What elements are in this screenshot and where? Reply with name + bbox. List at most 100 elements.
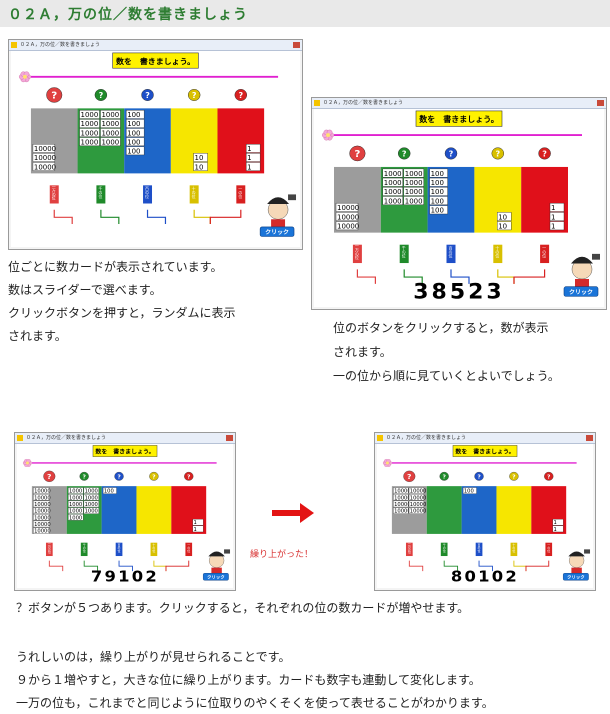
place-button[interactable]: 千の位 xyxy=(95,184,107,205)
card-face xyxy=(32,153,56,162)
place-button-face xyxy=(440,541,449,557)
close-icon[interactable] xyxy=(597,100,604,106)
click-button[interactable]: クリック xyxy=(562,573,589,581)
character-hat xyxy=(592,253,600,260)
number-card: 1000 xyxy=(100,119,121,128)
click-button-label: クリック xyxy=(207,574,225,581)
app-canvas: 数を 書きましょう。?10000100001000010000100001000… xyxy=(22,445,231,586)
place-button[interactable]: 一の位 xyxy=(544,541,553,557)
question-button[interactable]: ? xyxy=(474,471,484,481)
card-face xyxy=(79,128,100,137)
place-button-face xyxy=(398,243,410,265)
card-face xyxy=(393,500,409,508)
question-button[interactable]: ? xyxy=(184,471,194,481)
flower-slider-icon[interactable] xyxy=(322,129,334,141)
question-button[interactable]: ? xyxy=(397,147,411,160)
place-button[interactable]: 一万の位 xyxy=(45,541,54,557)
card-face xyxy=(83,494,99,501)
card-face xyxy=(403,187,425,196)
question-mark: ? xyxy=(542,149,547,158)
place-button[interactable]: 千の位 xyxy=(398,243,410,265)
question-button[interactable]: ? xyxy=(94,89,108,101)
question-button[interactable]: ? xyxy=(538,147,551,160)
place-button[interactable]: 百の位 xyxy=(445,243,457,265)
card-face xyxy=(126,137,145,147)
card-face xyxy=(549,221,565,231)
question-button[interactable]: ? xyxy=(491,147,505,160)
question-button[interactable]: ? xyxy=(79,471,89,481)
close-icon[interactable] xyxy=(226,435,233,441)
place-button[interactable]: 百の位 xyxy=(474,541,484,557)
click-button-face xyxy=(562,573,589,581)
flower-slider-icon[interactable] xyxy=(382,459,392,467)
card-face xyxy=(192,519,204,526)
close-icon[interactable] xyxy=(586,435,593,441)
place-button[interactable]: 一万の位 xyxy=(405,541,414,557)
place-button[interactable]: 十の位 xyxy=(492,243,504,265)
card-value: 1000 xyxy=(81,129,99,137)
number-card: 1000 xyxy=(382,187,404,196)
text-line: されます。 xyxy=(8,329,67,343)
number-card: 10 xyxy=(496,212,512,221)
question-button[interactable]: ? xyxy=(46,87,63,103)
place-button[interactable]: 一万の位 xyxy=(351,243,363,265)
character-body xyxy=(211,567,222,577)
place-button[interactable]: 一万の位 xyxy=(48,184,60,205)
click-button-label: クリック xyxy=(569,288,593,296)
card-value: 1 xyxy=(247,145,251,153)
question-button[interactable]: ? xyxy=(439,471,449,481)
question-button[interactable]: ? xyxy=(234,89,248,101)
question-button[interactable]: ? xyxy=(349,145,366,162)
place-button[interactable]: 一の位 xyxy=(235,184,247,205)
place-button[interactable]: 十の位 xyxy=(188,184,200,205)
window-titlebar: ０２Ａ，万の位／数を書きましょう xyxy=(312,98,606,109)
card-face xyxy=(462,487,477,494)
place-button[interactable]: 一の位 xyxy=(539,243,551,265)
click-button[interactable]: クリック xyxy=(259,226,295,237)
card-value: 1000 xyxy=(69,489,82,495)
card-value: 100 xyxy=(431,197,444,205)
place-button[interactable]: 百の位 xyxy=(142,184,154,205)
flower-slider-icon[interactable] xyxy=(19,71,31,83)
number-card: 1000 xyxy=(68,500,84,508)
place-button-label: 百の位 xyxy=(448,246,453,258)
number-card: 10000 xyxy=(33,487,51,495)
question-button[interactable]: ? xyxy=(149,471,159,481)
question-button[interactable]: ? xyxy=(141,89,154,101)
click-button[interactable]: クリック xyxy=(202,573,229,581)
place-button[interactable]: 十の位 xyxy=(149,541,158,557)
app-icon xyxy=(377,435,383,441)
question-button[interactable]: ? xyxy=(509,471,519,481)
question-button[interactable]: ? xyxy=(114,471,124,481)
place-button[interactable]: 千の位 xyxy=(440,541,449,557)
question-button[interactable]: ? xyxy=(403,470,416,482)
click-button[interactable]: クリック xyxy=(563,286,599,297)
card-value: 1000 xyxy=(101,139,119,147)
right-arrow-icon xyxy=(272,503,314,523)
question-icon xyxy=(491,147,505,160)
question-button[interactable]: ? xyxy=(43,470,56,482)
question-button[interactable]: ? xyxy=(544,471,554,481)
card-value: 1000 xyxy=(81,139,99,147)
question-icon xyxy=(439,471,449,481)
flower-slider-icon[interactable] xyxy=(22,459,32,467)
card-value: 1000 xyxy=(81,120,99,128)
close-icon[interactable] xyxy=(293,42,300,48)
question-icon xyxy=(544,471,554,481)
place-button[interactable]: 千の位 xyxy=(80,541,89,557)
card-value: 100 xyxy=(127,148,140,156)
card-value: 1000 xyxy=(69,509,82,515)
place-button[interactable]: 一の位 xyxy=(184,541,193,557)
card-face xyxy=(408,507,425,514)
question-button[interactable]: ? xyxy=(187,89,201,101)
place-button[interactable]: 十の位 xyxy=(509,541,518,557)
place-button[interactable]: 百の位 xyxy=(114,541,124,557)
question-mark: ? xyxy=(145,91,150,100)
card-value: 1 xyxy=(551,223,555,231)
place-button-face xyxy=(142,184,154,205)
question-button[interactable]: ? xyxy=(444,147,458,160)
connector-arrow xyxy=(118,560,133,572)
card-value: 1000 xyxy=(85,495,98,501)
card-value: 10000 xyxy=(410,502,427,508)
number-card: 100 xyxy=(126,119,145,128)
